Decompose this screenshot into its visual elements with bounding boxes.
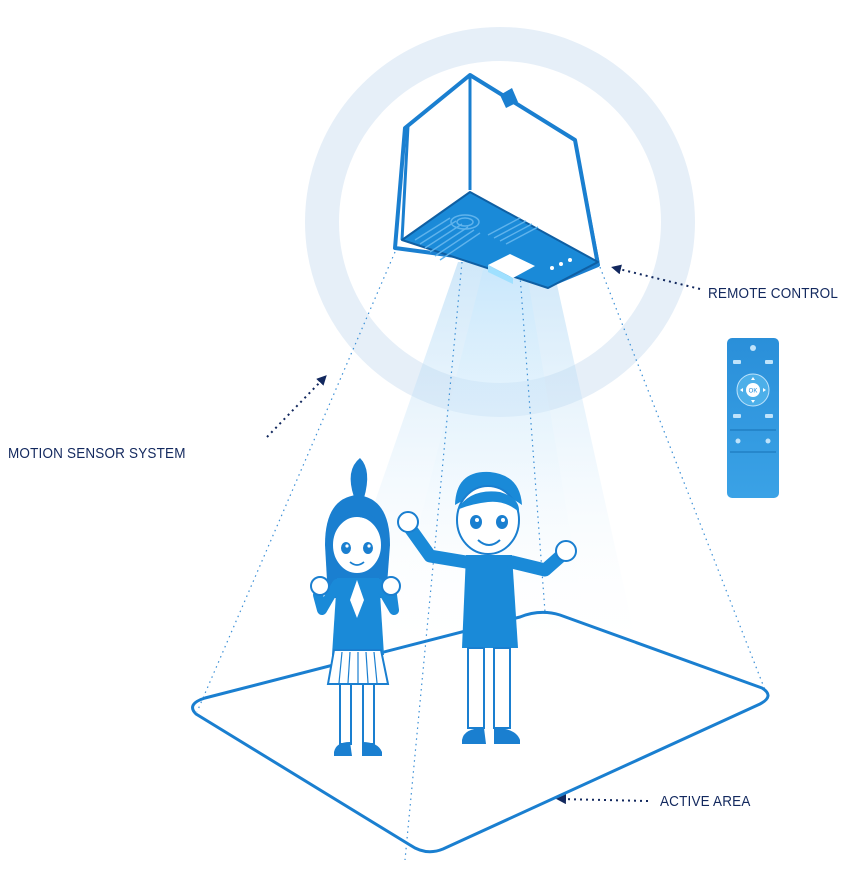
active-area-label: ACTIVE AREA — [660, 793, 751, 810]
remote-ok-label: OK — [749, 389, 758, 395]
active-area-mat — [191, 610, 770, 854]
projector-device — [393, 73, 600, 289]
motion-sensor-system-label: MOTION SENSOR SYSTEM — [8, 445, 186, 462]
remote-control: OK — [727, 338, 779, 498]
projection-lines — [196, 251, 766, 861]
girl-figure — [310, 458, 401, 756]
remote-control-label: REMOTE CONTROL — [708, 285, 839, 302]
boy-figure — [397, 471, 577, 744]
arrow-icon — [266, 264, 701, 805]
